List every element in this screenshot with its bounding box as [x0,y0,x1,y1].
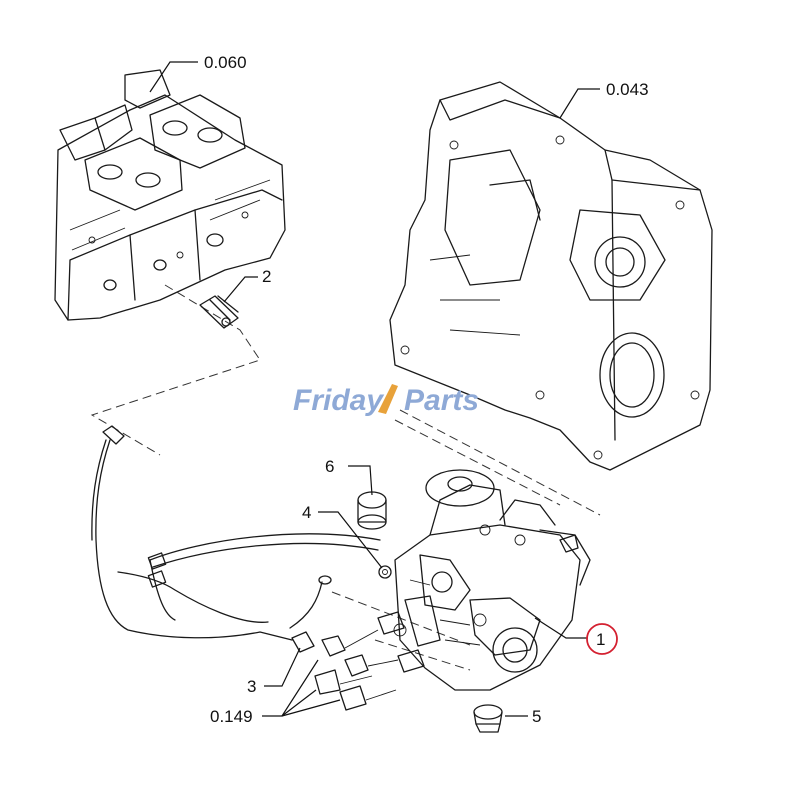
callout-item-4: 4 [302,503,311,522]
callout-housing: 0.043 [606,80,649,99]
watermark-text-right: Parts [404,384,479,417]
timing-housing-illustration [389,81,713,471]
solenoid-illustration [473,704,503,733]
fittings-illustration [314,611,425,711]
sensor-illustration [199,295,239,329]
callout-item-1: 1 [596,630,605,649]
watermark-text-left: Friday [293,384,384,417]
assembly-dashed-lines [90,284,601,671]
callout-head: 0.060 [204,53,247,72]
callout-fittings: 0.149 [210,707,253,726]
callout-item-1-highlight-circle [586,623,618,655]
callout-item-6: 6 [325,457,334,476]
cylinder-head-illustration [54,69,286,321]
callout-item-5: 5 [532,707,541,726]
callout-sensor-2: 2 [262,267,271,286]
injection-pump-illustration [393,469,591,691]
callout-item-3: 3 [247,677,256,696]
watermark-logo: Friday Parts [293,384,479,417]
small-fitting-illustration [378,565,392,579]
wiring-harness-illustration [91,425,381,653]
leader-lines [149,61,600,717]
watermark-swoosh-icon [378,384,398,414]
plug-illustration [357,491,387,530]
